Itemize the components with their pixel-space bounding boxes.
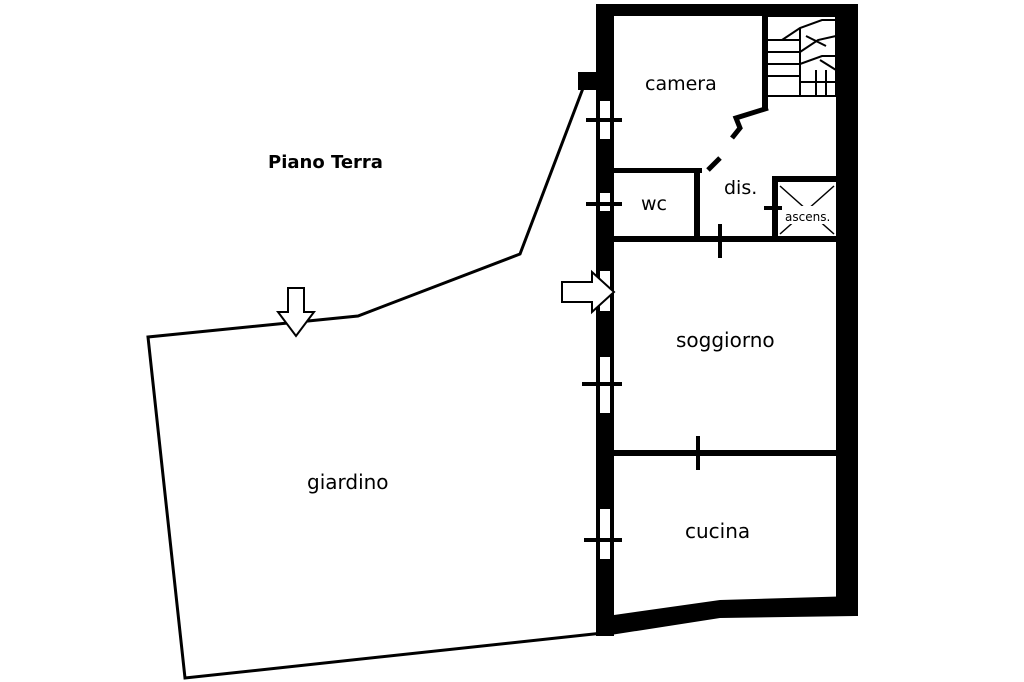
entrance-arrow-icon	[561, 269, 616, 315]
garden-entry-arrow-icon	[276, 287, 316, 338]
room-label-cucina: cucina	[685, 519, 750, 543]
camera-angled-wall	[730, 105, 769, 140]
floor-title: Piano Terra	[268, 152, 383, 173]
dis-door-swing	[706, 156, 722, 172]
west-door-ticks	[582, 118, 622, 542]
elevator-shaft	[764, 185, 835, 235]
room-label-ascens: ascens.	[785, 210, 830, 224]
internal-door-ticks	[696, 224, 722, 470]
room-label-wc: wc	[641, 193, 667, 215]
area-label-giardino: giardino	[307, 470, 389, 494]
room-label-camera: camera	[645, 73, 717, 95]
room-label-soggiorno: soggiorno	[676, 328, 775, 352]
stairs	[765, 15, 837, 97]
building-walls	[596, 4, 858, 636]
room-label-dis: dis.	[724, 177, 757, 199]
garden-corner-post	[578, 72, 596, 90]
garden-boundary	[146, 82, 604, 680]
